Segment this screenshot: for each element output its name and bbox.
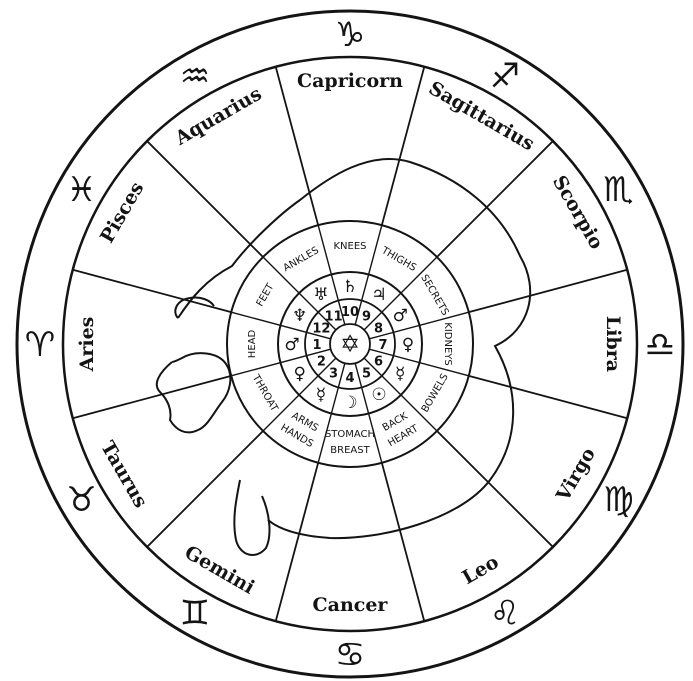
mercury-icon: ☿ (316, 385, 326, 405)
house-number: 9 (362, 309, 371, 324)
capricorn-icon: ♑ (335, 15, 365, 55)
sign-label-leo: Leo (458, 551, 502, 589)
sign-label-pisces: Pisces (96, 178, 148, 247)
sign-divider-line (469, 270, 627, 312)
sign-label-capricorn: Capricorn (297, 70, 403, 92)
pisces-icon: ♓ (66, 170, 96, 210)
jupiter-icon: ♃ (371, 285, 386, 305)
body-part-label: KNEES (333, 241, 366, 252)
body-part-label: KIDNEYS (442, 322, 453, 365)
house-number: 6 (374, 355, 383, 370)
body-part-label: THROAT (249, 372, 280, 414)
body-part-label: ANKLES (282, 245, 321, 274)
body-part-label: THIGHS (379, 245, 418, 274)
sign-label-scorpio: Scorpio (548, 172, 608, 253)
taurus-icon: ♉ (66, 480, 96, 520)
mars-icon: ♂ (284, 335, 299, 355)
house-number: 11 (324, 309, 342, 324)
sign-label-taurus: Taurus (96, 437, 152, 511)
leo-icon: ♌ (490, 593, 520, 633)
body-part-label: FEET (255, 281, 277, 308)
body-part-label: HEAD (247, 330, 258, 359)
sign-divider-line (73, 376, 231, 418)
body-part-label: STOMACH (325, 429, 375, 440)
venus-icon: ♀ (294, 364, 306, 384)
sign-divider-line (382, 463, 424, 621)
neptune-icon: ♆ (292, 306, 307, 326)
body-part-label: BOWELS (420, 372, 451, 414)
house-number: 1 (312, 338, 321, 353)
cancer-icon: ♋ (335, 635, 365, 675)
virgo-icon: ♍ (603, 480, 633, 520)
uranus-icon: ♅ (313, 285, 328, 305)
body-part-label: BREAST (330, 445, 370, 456)
sign-label-cancer: Cancer (313, 594, 389, 616)
house-number: 10 (341, 305, 359, 320)
gemini-icon: ♊ (180, 593, 210, 633)
sign-divider-line (437, 431, 553, 547)
sign-label-aries: Aries (76, 317, 98, 373)
center-star-icon: ✡ (340, 330, 360, 358)
aquarius-icon: ♒ (180, 57, 210, 97)
libra-icon: ♎ (645, 325, 675, 365)
saturn-icon: ♄ (342, 277, 357, 297)
moon-icon: ☽ (342, 393, 357, 413)
sagittarius-icon: ♐ (490, 57, 520, 97)
sign-label-gemini: Gemini (181, 541, 258, 598)
house-number: 2 (317, 355, 326, 370)
sign-divider-line (469, 376, 627, 418)
house-number: 4 (345, 371, 354, 386)
house-number: 5 (362, 367, 371, 382)
sign-divider-line (147, 141, 263, 257)
sign-divider-line (147, 431, 263, 547)
sign-divider-line (73, 270, 231, 312)
aries-icon: ♈ (25, 325, 55, 365)
house-number: 3 (329, 367, 338, 382)
sign-divider-line (437, 141, 553, 257)
body-part-label: SECRETS (418, 273, 450, 318)
house-number: 7 (378, 338, 387, 353)
house-number: 8 (374, 322, 383, 337)
scorpio-icon: ♏ (603, 170, 633, 210)
sign-label-libra: Libra (602, 316, 624, 372)
sun-icon: ☉ (371, 385, 386, 405)
mars-icon: ♂ (393, 306, 408, 326)
mercury-icon: ☿ (395, 364, 405, 384)
venus-icon: ♀ (402, 335, 414, 355)
